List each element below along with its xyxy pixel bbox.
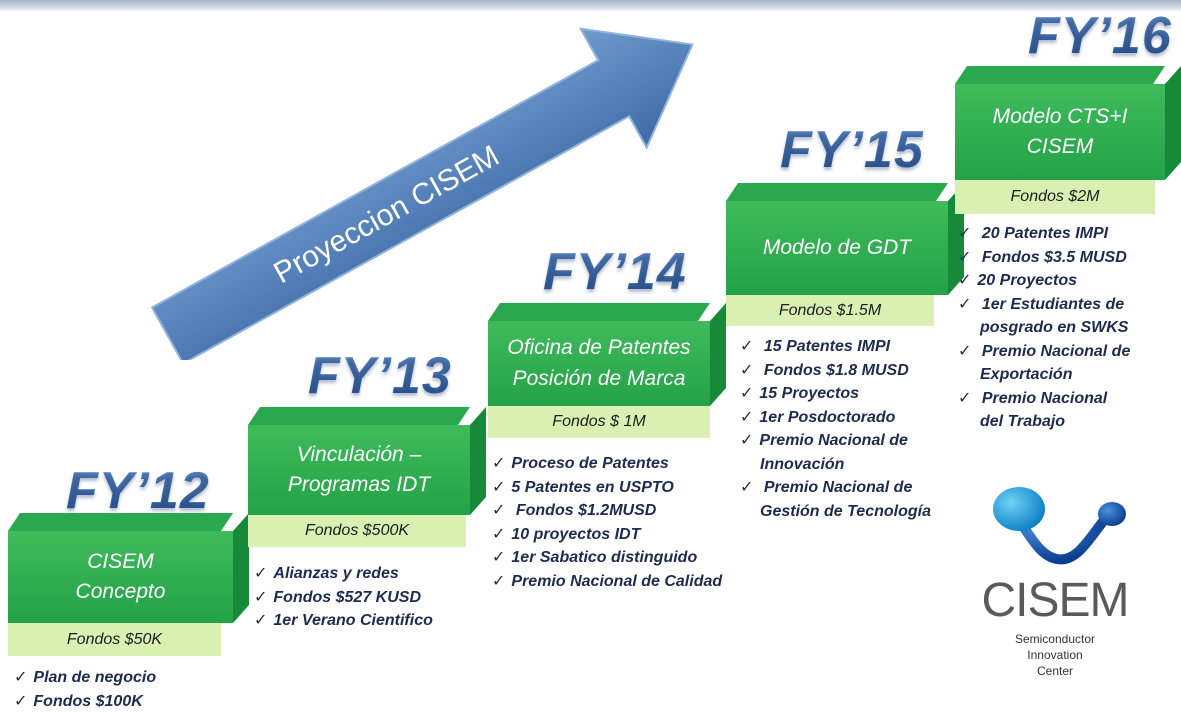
milestone-item: Innovación (740, 453, 931, 477)
check-icon: ✓ (740, 338, 753, 355)
milestone-item: ✓Premio Nacional de Calidad (492, 570, 722, 594)
check-icon: ✓ (492, 549, 505, 566)
check-icon: ✓ (492, 502, 505, 519)
step-title-line: Oficina de Patentes (507, 333, 690, 363)
step-block-fy16: Modelo CTS+I CISEM Fondos $2M (955, 66, 1181, 214)
logo-mark-icon (965, 485, 1145, 580)
check-icon: ✓ (254, 565, 267, 582)
year-label-fy16: FY’16 (1028, 10, 1172, 62)
milestone-item: ✓20 Proyectos (958, 269, 1130, 293)
check-icon: ✓ (958, 296, 971, 313)
logo-subtitle: Semiconductor Innovation Center (965, 631, 1145, 679)
step-title-line: Vinculación – (297, 440, 422, 470)
step-title-fy13: Vinculación – Programas IDT (248, 425, 470, 515)
milestone-item: posgrado en SWKS (958, 316, 1130, 340)
year-label-fy12: FY’12 (66, 465, 210, 517)
fund-label-fy14: Fondos $ 1M (488, 406, 710, 438)
check-icon: ✓ (492, 455, 505, 472)
milestone-item: ✓Fondos $527 KUSD (254, 586, 433, 610)
check-icon: ✓ (740, 385, 753, 402)
step-title-fy16: Modelo CTS+I CISEM (955, 84, 1165, 180)
check-icon: ✓ (492, 479, 505, 496)
check-icon: ✓ (254, 612, 267, 629)
milestone-item: ✓Premio Nacional de (740, 429, 931, 453)
milestone-item: ✓Fondos $100K (14, 690, 156, 713)
year-label-fy15: FY’15 (780, 124, 924, 176)
check-icon: ✓ (740, 362, 753, 379)
check-icon: ✓ (492, 526, 505, 543)
step-title-line: CISEM (87, 547, 154, 577)
milestone-item: ✓ 15 Patentes IMPI (740, 335, 931, 359)
step-title-fy15: Modelo de GDT (726, 201, 948, 295)
step-block-fy12: CISEM Concepto Fondos $50K (8, 513, 249, 656)
top-banner-strip (0, 0, 1181, 12)
milestone-list-fy12: ✓Plan de negocio ✓Fondos $100K (14, 666, 156, 713)
milestone-item: ✓ 1er Estudiantes de (958, 293, 1130, 317)
milestone-item: ✓ Fondos $1.8 MUSD (740, 359, 931, 383)
step-title-fy12: CISEM Concepto (8, 531, 233, 623)
milestone-item: ✓ Fondos $3.5 MUSD (958, 246, 1130, 270)
milestone-item: ✓ Premio Nacional de (740, 476, 931, 500)
check-icon: ✓ (958, 249, 971, 266)
check-icon: ✓ (14, 693, 27, 710)
milestone-item: ✓1er Verano Cientifico (254, 609, 433, 633)
check-icon: ✓ (740, 479, 753, 496)
logo-subtitle-line: Innovation (965, 647, 1145, 663)
fund-label-fy15: Fondos $1.5M (726, 295, 934, 326)
step-block-fy15: Modelo de GDT Fondos $1.5M (726, 183, 964, 326)
milestone-item: ✓10 proyectos IDT (492, 523, 722, 547)
logo-brand-text: CISEM (967, 573, 1143, 628)
check-icon: ✓ (740, 409, 753, 426)
step-title-line: Modelo CTS+I (993, 102, 1128, 132)
milestone-item: Gestión de Tecnología (740, 500, 931, 524)
milestone-list-fy15: ✓ 15 Patentes IMPI ✓ Fondos $1.8 MUSD ✓1… (740, 335, 931, 523)
milestone-item: Exportación (958, 363, 1130, 387)
milestone-list-fy13: ✓Alianzas y redes ✓Fondos $527 KUSD ✓1er… (254, 562, 433, 633)
check-icon: ✓ (14, 669, 27, 686)
arrow-label: Proyeccion CISEM (268, 139, 504, 290)
fund-label-fy16: Fondos $2M (955, 180, 1155, 214)
milestone-item: ✓Proceso de Patentes (492, 452, 722, 476)
step-block-fy14: Oficina de Patentes Posición de Marca Fo… (488, 303, 726, 438)
milestone-item: ✓1er Posdoctorado (740, 406, 931, 430)
year-label-fy13: FY’13 (308, 350, 452, 402)
year-label-fy14: FY’14 (543, 246, 687, 298)
milestone-item: ✓ Premio Nacional (958, 387, 1130, 411)
milestone-item: ✓ 20 Patentes IMPI (958, 222, 1130, 246)
check-icon: ✓ (958, 343, 971, 360)
milestone-list-fy16: ✓ 20 Patentes IMPI ✓ Fondos $3.5 MUSD ✓2… (958, 222, 1130, 434)
step-title-line: Concepto (76, 577, 166, 607)
milestone-item: ✓ Fondos $1.2MUSD (492, 499, 722, 523)
fund-label-fy13: Fondos $500K (248, 515, 466, 547)
milestone-item: del Trabajo (958, 410, 1130, 434)
milestone-item: ✓1er Sabatico distinguido (492, 546, 722, 570)
cisem-logo: CISEM Semiconductor Innovation Center (965, 485, 1145, 690)
check-icon: ✓ (740, 432, 753, 449)
step-title-line: Posición de Marca (513, 364, 686, 394)
milestone-item: ✓15 Proyectos (740, 382, 931, 406)
fund-label-fy12: Fondos $50K (8, 623, 221, 656)
logo-subtitle-line: Center (965, 663, 1145, 679)
check-icon: ✓ (254, 589, 267, 606)
milestone-item: ✓ Premio Nacional de (958, 340, 1130, 364)
milestone-item: ✓Alianzas y redes (254, 562, 433, 586)
step-title-line: CISEM (1027, 132, 1094, 162)
step-block-fy13: Vinculación – Programas IDT Fondos $500K (248, 407, 486, 547)
check-icon: ✓ (492, 573, 505, 590)
check-icon: ✓ (958, 272, 971, 289)
check-icon: ✓ (958, 390, 971, 407)
step-title-fy14: Oficina de Patentes Posición de Marca (488, 321, 710, 406)
milestone-item: ✓Plan de negocio (14, 666, 156, 690)
step-title-line: Programas IDT (288, 470, 430, 500)
logo-subtitle-line: Semiconductor (965, 631, 1145, 647)
milestone-item: ✓5 Patentes en USPTO (492, 476, 722, 500)
step-title-line: Modelo de GDT (763, 233, 911, 263)
milestone-list-fy14: ✓Proceso de Patentes ✓5 Patentes en USPT… (492, 452, 722, 593)
check-icon: ✓ (958, 225, 971, 242)
